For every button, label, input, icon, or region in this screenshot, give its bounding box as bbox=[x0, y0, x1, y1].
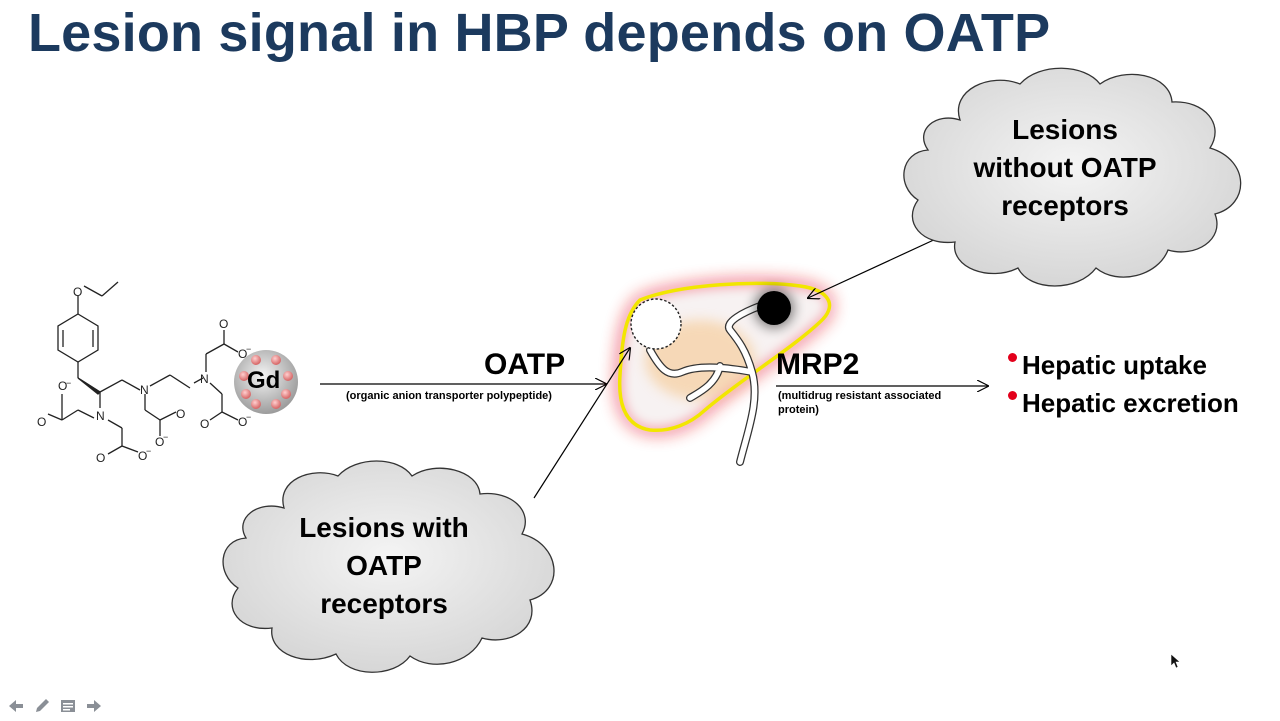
presentation-toolbar bbox=[6, 696, 104, 716]
bullet-dot-icon bbox=[1008, 353, 1017, 362]
svg-text:−: − bbox=[246, 344, 251, 354]
arrow-left-icon[interactable] bbox=[6, 696, 26, 716]
bottom-cloud-pointer bbox=[533, 348, 630, 499]
bottom-cloud-line: Lesions with bbox=[299, 512, 469, 543]
outcome-item: Hepatic excretion bbox=[1006, 384, 1239, 422]
svg-text:O: O bbox=[200, 417, 209, 431]
gd-ion-icon bbox=[234, 350, 298, 414]
bottom-cloud-shape bbox=[222, 460, 555, 673]
svg-text:O: O bbox=[176, 407, 185, 421]
mouse-cursor-icon bbox=[1170, 653, 1181, 669]
outcomes-list: Hepatic uptake Hepatic excretion bbox=[1006, 346, 1239, 422]
mrp2-description-line2: protein) bbox=[778, 404, 819, 416]
oatp-description: (organic anion transporter polypeptide) bbox=[346, 390, 552, 402]
top-cloud-line: receptors bbox=[1001, 190, 1129, 221]
svg-text:N: N bbox=[140, 383, 149, 397]
top-cloud-line: without OATP bbox=[973, 152, 1157, 183]
liver-outline bbox=[617, 281, 832, 433]
svg-text:O: O bbox=[238, 415, 247, 429]
svg-text:O: O bbox=[58, 379, 67, 393]
bullet-dot-icon bbox=[1008, 391, 1017, 400]
svg-text:O: O bbox=[96, 451, 105, 465]
outcome-item: Hepatic uptake bbox=[1006, 346, 1239, 384]
svg-text:O: O bbox=[73, 285, 82, 299]
svg-text:−: − bbox=[163, 432, 168, 442]
pencil-icon[interactable] bbox=[32, 696, 52, 716]
svg-text:O: O bbox=[238, 347, 247, 361]
svg-text:O: O bbox=[138, 449, 147, 463]
top-cloud-text: Lesions without OATP receptors bbox=[950, 111, 1180, 225]
outcome-text: Hepatic excretion bbox=[1022, 388, 1239, 418]
top-cloud-pointer bbox=[808, 237, 939, 298]
molecule-structure bbox=[47, 281, 239, 455]
arrow-right-icon[interactable] bbox=[84, 696, 104, 716]
svg-text:−: − bbox=[66, 378, 71, 388]
slide-title: Lesion signal in HBP depends on OATP bbox=[28, 3, 1051, 63]
slides-icon[interactable] bbox=[58, 696, 78, 716]
molecule-atom-labels: O N N N O O − O O − O O − O O − O O − bbox=[37, 285, 251, 465]
svg-text:N: N bbox=[96, 409, 105, 423]
oatp-label: OATP bbox=[484, 348, 566, 381]
top-cloud-shape bbox=[903, 67, 1242, 287]
oatp-positive-lesion bbox=[630, 298, 682, 350]
bottom-cloud-text: Lesions with OATP receptors bbox=[264, 509, 504, 623]
svg-text:N: N bbox=[200, 372, 209, 386]
svg-text:O: O bbox=[37, 415, 46, 429]
svg-text:−: − bbox=[246, 412, 251, 422]
bottom-cloud-line: OATP bbox=[346, 550, 422, 581]
mrp2-label: MRP2 bbox=[776, 348, 860, 381]
mrp2-description-line1: (multidrug resistant associated bbox=[778, 390, 942, 402]
gd-label: Gd bbox=[247, 367, 281, 394]
outcome-text: Hepatic uptake bbox=[1022, 350, 1207, 380]
svg-text:−: − bbox=[146, 446, 151, 456]
top-cloud-line: Lesions bbox=[1012, 114, 1118, 145]
svg-text:O: O bbox=[155, 435, 164, 449]
svg-text:O: O bbox=[219, 317, 228, 331]
liver-illustration bbox=[617, 281, 832, 466]
bottom-cloud-line: receptors bbox=[320, 588, 448, 619]
